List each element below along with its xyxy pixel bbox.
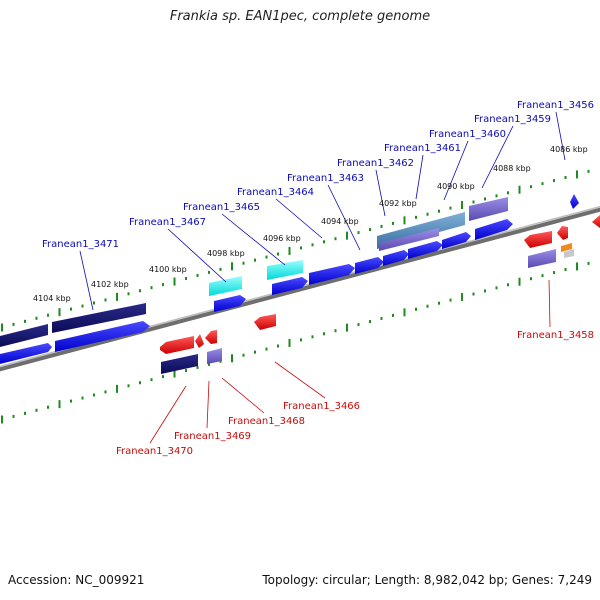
scale-label: 4098 kbp [207, 249, 245, 258]
gene-block[interactable] [209, 276, 242, 296]
accession-text: Accession: NC_009921 [8, 573, 145, 587]
leader-line [548, 279, 551, 328]
leader-line [327, 184, 361, 251]
gene-block[interactable] [475, 219, 513, 240]
leader-line [443, 140, 469, 201]
gene-label[interactable]: Franean1_3467 [129, 217, 206, 228]
gene-block[interactable] [557, 226, 568, 240]
leader-line [375, 169, 386, 217]
leader-line [481, 125, 514, 189]
scale-label: 4092 kbp [379, 199, 417, 208]
gene-block[interactable] [355, 257, 384, 274]
gene-block[interactable] [267, 260, 303, 280]
gene-block[interactable] [528, 249, 556, 268]
gene-features [0, 194, 600, 374]
leader-line [275, 198, 323, 239]
leader-line [415, 154, 424, 200]
scale-label: 4088 kbp [493, 164, 531, 173]
gene-labels: Franean1_3471Franean1_3467Franean1_3465F… [42, 100, 594, 457]
gene-label[interactable]: Franean1_3461 [384, 143, 461, 154]
scale-labels: 4104 kbp 4102 kbp 4100 kbp 4098 kbp 4096 kbp… [33, 145, 588, 303]
gene-label[interactable]: Franean1_3465 [183, 202, 260, 213]
topology-summary: Topology: circular; Length: 8,982,042 bp… [262, 573, 592, 587]
label-leader-lines [79, 111, 566, 444]
gene-label[interactable]: Franean1_3466 [283, 401, 360, 412]
gene-label[interactable]: Franean1_3469 [174, 431, 251, 442]
gene-block[interactable] [379, 228, 439, 251]
gene-label[interactable]: Franean1_3456 [517, 100, 594, 111]
gene-block[interactable] [55, 321, 150, 352]
gene-label[interactable]: Franean1_3471 [42, 239, 119, 250]
scale-ticks [1, 169, 590, 424]
gene-block[interactable] [408, 241, 443, 259]
gene-block[interactable] [272, 277, 308, 295]
gene-block[interactable] [52, 303, 146, 333]
gene-block[interactable] [254, 314, 276, 330]
gene-block[interactable] [0, 324, 48, 347]
scale-label: 4090 kbp [437, 182, 475, 191]
gene-block[interactable] [161, 354, 198, 374]
leader-line [167, 228, 227, 283]
gene-label[interactable]: Franean1_3463 [287, 173, 364, 184]
figure-title: Frankia sp. EAN1pec, complete genome [169, 9, 431, 24]
leader-line [221, 377, 265, 414]
gene-label[interactable]: Franean1_3468 [228, 416, 305, 427]
gene-label[interactable]: Franean1_3459 [474, 114, 551, 125]
leader-line [555, 111, 566, 161]
gene-block[interactable] [561, 243, 572, 252]
gene-block[interactable] [0, 343, 52, 364]
gene-block[interactable] [214, 295, 246, 312]
gene-block[interactable] [469, 197, 508, 221]
leader-line [206, 380, 210, 429]
leader-line [274, 361, 326, 399]
gene-block[interactable] [592, 215, 600, 228]
gene-label[interactable]: Franean1_3470 [116, 446, 193, 457]
scale-label: 4096 kbp [263, 234, 301, 243]
leader-line [79, 250, 94, 311]
leader-line [149, 385, 187, 444]
gene-block[interactable] [524, 231, 552, 248]
gene-block[interactable] [570, 194, 579, 209]
gene-block[interactable] [195, 334, 204, 348]
scale-label: 4102 kbp [91, 280, 129, 289]
scale-label: 4086 kbp [550, 145, 588, 154]
scale-label: 4094 kbp [321, 217, 359, 226]
gene-block[interactable] [564, 249, 574, 258]
gene-label[interactable]: Franean1_3464 [237, 187, 314, 198]
gene-block[interactable] [160, 336, 194, 354]
gene-label[interactable]: Franean1_3462 [337, 158, 414, 169]
gene-block[interactable] [309, 264, 355, 285]
scale-label: 4104 kbp [33, 294, 71, 303]
scale-label: 4100 kbp [149, 265, 187, 274]
gene-block[interactable] [205, 330, 217, 344]
gene-label[interactable]: Franean1_3460 [429, 129, 506, 140]
leader-line [221, 213, 286, 266]
gene-block[interactable] [442, 232, 471, 249]
gene-label[interactable]: Franean1_3458 [517, 330, 594, 341]
gene-block[interactable] [207, 348, 222, 364]
gene-block[interactable] [383, 250, 409, 266]
